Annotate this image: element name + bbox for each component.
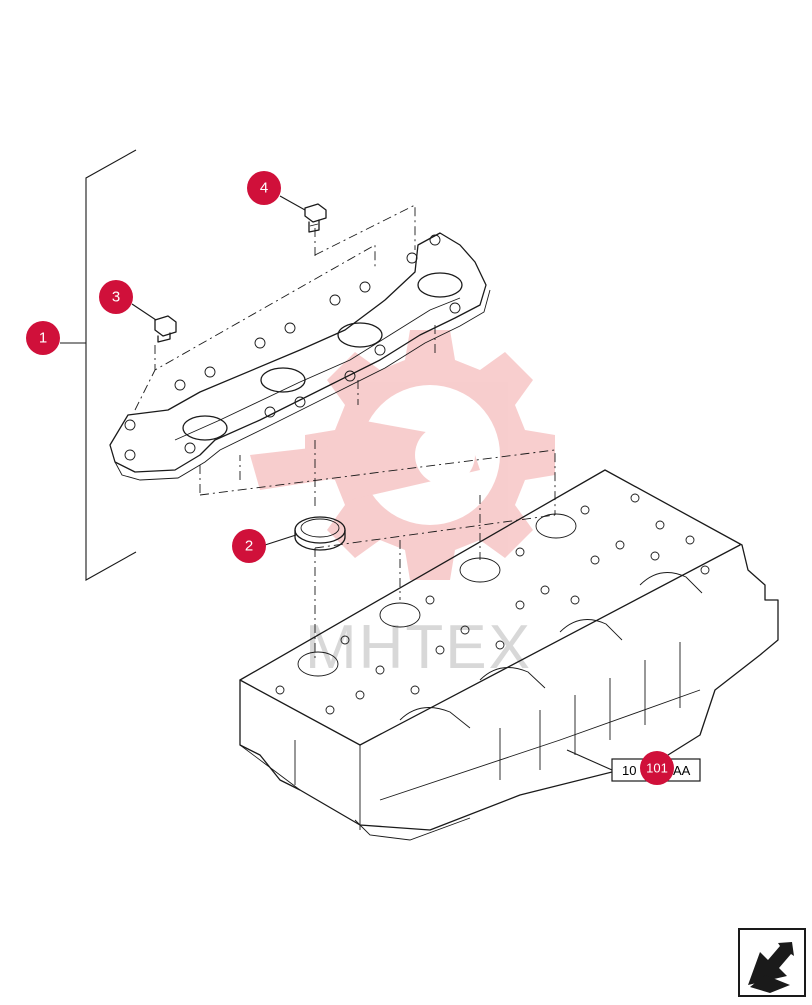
reference-box[interactable]: 10 AA [566, 749, 701, 782]
reference-box-suffix: AA [673, 763, 691, 778]
seal-ring-part [264, 516, 346, 551]
plug-part [131, 303, 177, 343]
callout-3-label: 3 [112, 289, 120, 306]
reference-box-prefix: 10 [622, 763, 636, 778]
assembly-bracket [60, 149, 137, 581]
callout-4[interactable]: 4 [247, 171, 281, 205]
callout-4-label: 4 [260, 180, 268, 197]
watermark-logo [250, 330, 555, 580]
callout-1[interactable]: 1 [26, 321, 60, 355]
bolt-part [279, 195, 327, 233]
callout-1-label: 1 [39, 330, 47, 347]
injector-rail-part [109, 232, 491, 481]
callout-101[interactable]: 101 [640, 751, 674, 785]
callout-2-label: 2 [245, 538, 253, 555]
cylinder-head-part [239, 469, 779, 841]
callout-2[interactable]: 2 [232, 529, 266, 563]
callout-3[interactable]: 3 [99, 280, 133, 314]
alignment-lines [134, 204, 556, 660]
callout-101-label: 101 [646, 761, 668, 776]
next-page-arrow-icon[interactable] [738, 928, 806, 997]
